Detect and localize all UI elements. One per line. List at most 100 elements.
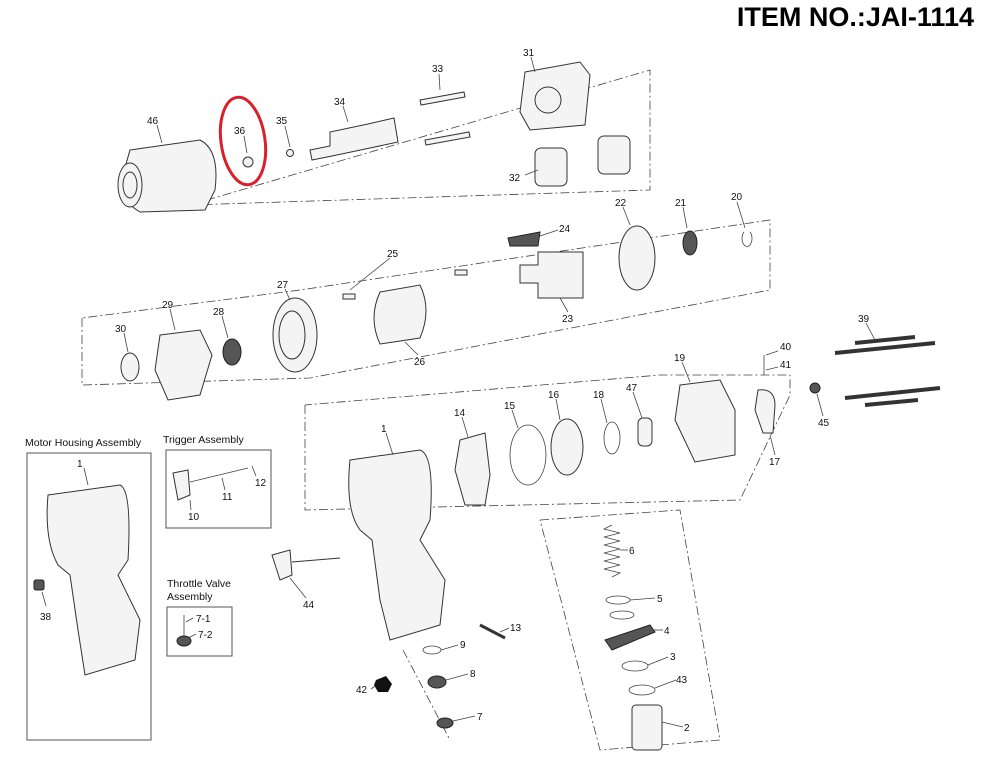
label-35[interactable]: 35 [276,116,288,127]
label-42[interactable]: 42 [356,685,368,696]
label-32[interactable]: 32 [509,173,521,184]
part-46-hammer-case[interactable] [117,139,217,213]
label-2[interactable]: 2 [684,723,690,734]
part-6-spring[interactable] [602,524,622,578]
label-24[interactable]: 24 [559,224,571,235]
label-31[interactable]: 31 [523,48,535,59]
part-1-motor-housing[interactable] [348,449,446,641]
label-23[interactable]: 23 [562,314,574,325]
label-25[interactable]: 25 [387,249,399,260]
part-22-rear-plate[interactable] [618,225,656,291]
label-30[interactable]: 30 [115,324,127,335]
part-30-washer[interactable] [120,352,140,382]
label-39[interactable]: 39 [858,314,870,325]
label-7[interactable]: 7 [477,712,483,723]
inset-label-7-2[interactable]: 7-2 [198,630,213,641]
part-14-gasket[interactable] [454,432,491,506]
part-26-cylinder[interactable] [373,284,427,345]
label-8[interactable]: 8 [470,669,476,680]
label-14[interactable]: 14 [454,408,466,419]
part-9-ring[interactable] [422,645,442,655]
inset-label-38[interactable]: 38 [40,612,52,623]
part-23-rotor[interactable] [519,251,584,299]
part-21-bearing[interactable] [682,230,698,256]
part-25-pins[interactable] [342,269,468,300]
label-15[interactable]: 15 [504,401,516,412]
part-19-rear-cover[interactable] [674,379,736,463]
label-16[interactable]: 16 [548,390,560,401]
label-36[interactable]: 36 [234,126,246,137]
leader-line-25 [349,257,391,291]
label-1[interactable]: 1 [381,424,387,435]
part-45-screw[interactable] [809,382,821,394]
label-21[interactable]: 21 [675,198,687,209]
part-36-washer[interactable] [242,156,254,168]
label-3[interactable]: 3 [670,652,676,663]
leader-line-8 [445,673,469,681]
part-5-o-rings[interactable] [605,595,635,620]
part-16-valve-plate[interactable] [550,418,584,476]
inset-label-10[interactable]: 10 [188,512,200,523]
label-4[interactable]: 4 [664,626,670,637]
label-9[interactable]: 9 [460,640,466,651]
leader-line-40 [765,350,779,356]
part-18-o-ring[interactable] [603,421,621,455]
label-45[interactable]: 45 [818,418,830,429]
part-47-seal[interactable] [637,417,653,447]
label-18[interactable]: 18 [593,390,605,401]
label-22[interactable]: 22 [615,198,627,209]
part-3-ring[interactable] [621,660,649,672]
leader-line-22 [622,206,631,226]
part-43-ring[interactable] [628,684,656,696]
part-20-snap-ring[interactable] [741,231,753,247]
part-29-gasket[interactable] [154,329,213,401]
inset-label-1[interactable]: 1 [77,459,83,470]
label-20[interactable]: 20 [731,192,743,203]
label-26[interactable]: 26 [414,357,426,368]
part-17-reverse-valve[interactable] [754,389,776,434]
leader-line-43 [654,679,677,689]
label-44[interactable]: 44 [303,600,315,611]
leader-line-30 [123,332,129,353]
label-47[interactable]: 47 [626,383,638,394]
part-35-ring[interactable] [286,149,294,157]
motor-housing-assembly-title: Motor Housing Assembly [25,437,142,449]
label-43[interactable]: 43 [676,675,688,686]
label-41[interactable]: 41 [780,360,792,371]
part-8-bushing[interactable] [427,675,447,689]
part-2-inlet[interactable] [631,704,663,751]
part-33-pins[interactable] [419,91,471,146]
inset-label-11[interactable]: 11 [222,492,233,503]
part-24-blade[interactable] [507,231,541,247]
label-46[interactable]: 46 [147,116,159,127]
label-29[interactable]: 29 [162,300,174,311]
trigger-assembly-title: Trigger Assembly [163,434,244,446]
part-7-throttle-valve[interactable] [436,717,454,729]
part-39-bolts[interactable] [834,335,941,407]
part-34-anvil[interactable] [309,117,399,161]
label-28[interactable]: 28 [213,307,225,318]
part-15-o-ring[interactable] [509,424,547,486]
part-31-hammer-frame[interactable] [519,61,591,131]
label-17[interactable]: 17 [769,457,781,468]
label-6[interactable]: 6 [629,546,635,557]
label-33[interactable]: 33 [432,64,444,75]
label-27[interactable]: 27 [277,280,289,291]
part-4-valve[interactable] [604,624,656,651]
leader-line-16 [555,398,561,421]
leader-line-39 [865,322,876,341]
label-19[interactable]: 19 [674,353,686,364]
label-5[interactable]: 5 [657,594,663,605]
part-32-hammers[interactable] [534,135,631,187]
part-42-plug[interactable] [374,676,392,692]
leader-line-7 [452,715,476,722]
label-13[interactable]: 13 [510,623,522,634]
inset-label-12[interactable]: 12 [255,478,267,489]
label-34[interactable]: 34 [334,97,346,108]
part-13-pin[interactable] [479,623,506,640]
part-27-front-plate[interactable] [272,297,318,373]
part-44-trigger[interactable] [271,549,341,581]
label-40[interactable]: 40 [780,342,792,353]
part-28-bearing[interactable] [222,338,242,366]
inset-label-7-1[interactable]: 7-1 [196,614,211,625]
